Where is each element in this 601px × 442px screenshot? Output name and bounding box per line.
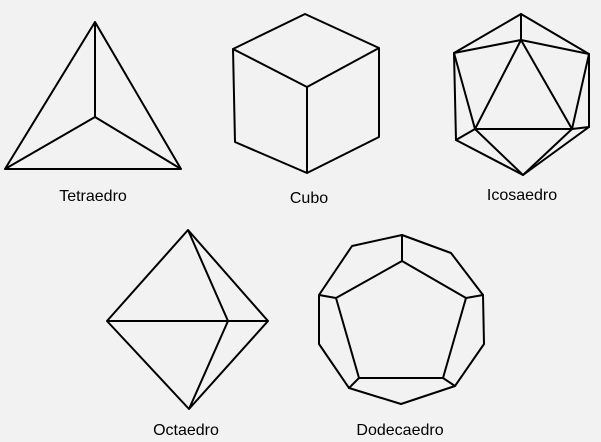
cube-drawing (232, 13, 380, 174)
icosahedron-label: Icosaedro (486, 187, 558, 204)
tetrahedron-drawing (4, 21, 182, 170)
dodecahedron-drawing (318, 234, 485, 405)
dodecahedron-label: Dodecaedro (356, 422, 444, 439)
octahedron-drawing (106, 229, 269, 410)
icosahedron-drawing (453, 13, 590, 176)
cube-label: Cubo (289, 190, 329, 207)
tetrahedron-label: Tetraedro (59, 188, 127, 205)
octahedron-label: Octaedro (153, 422, 219, 439)
